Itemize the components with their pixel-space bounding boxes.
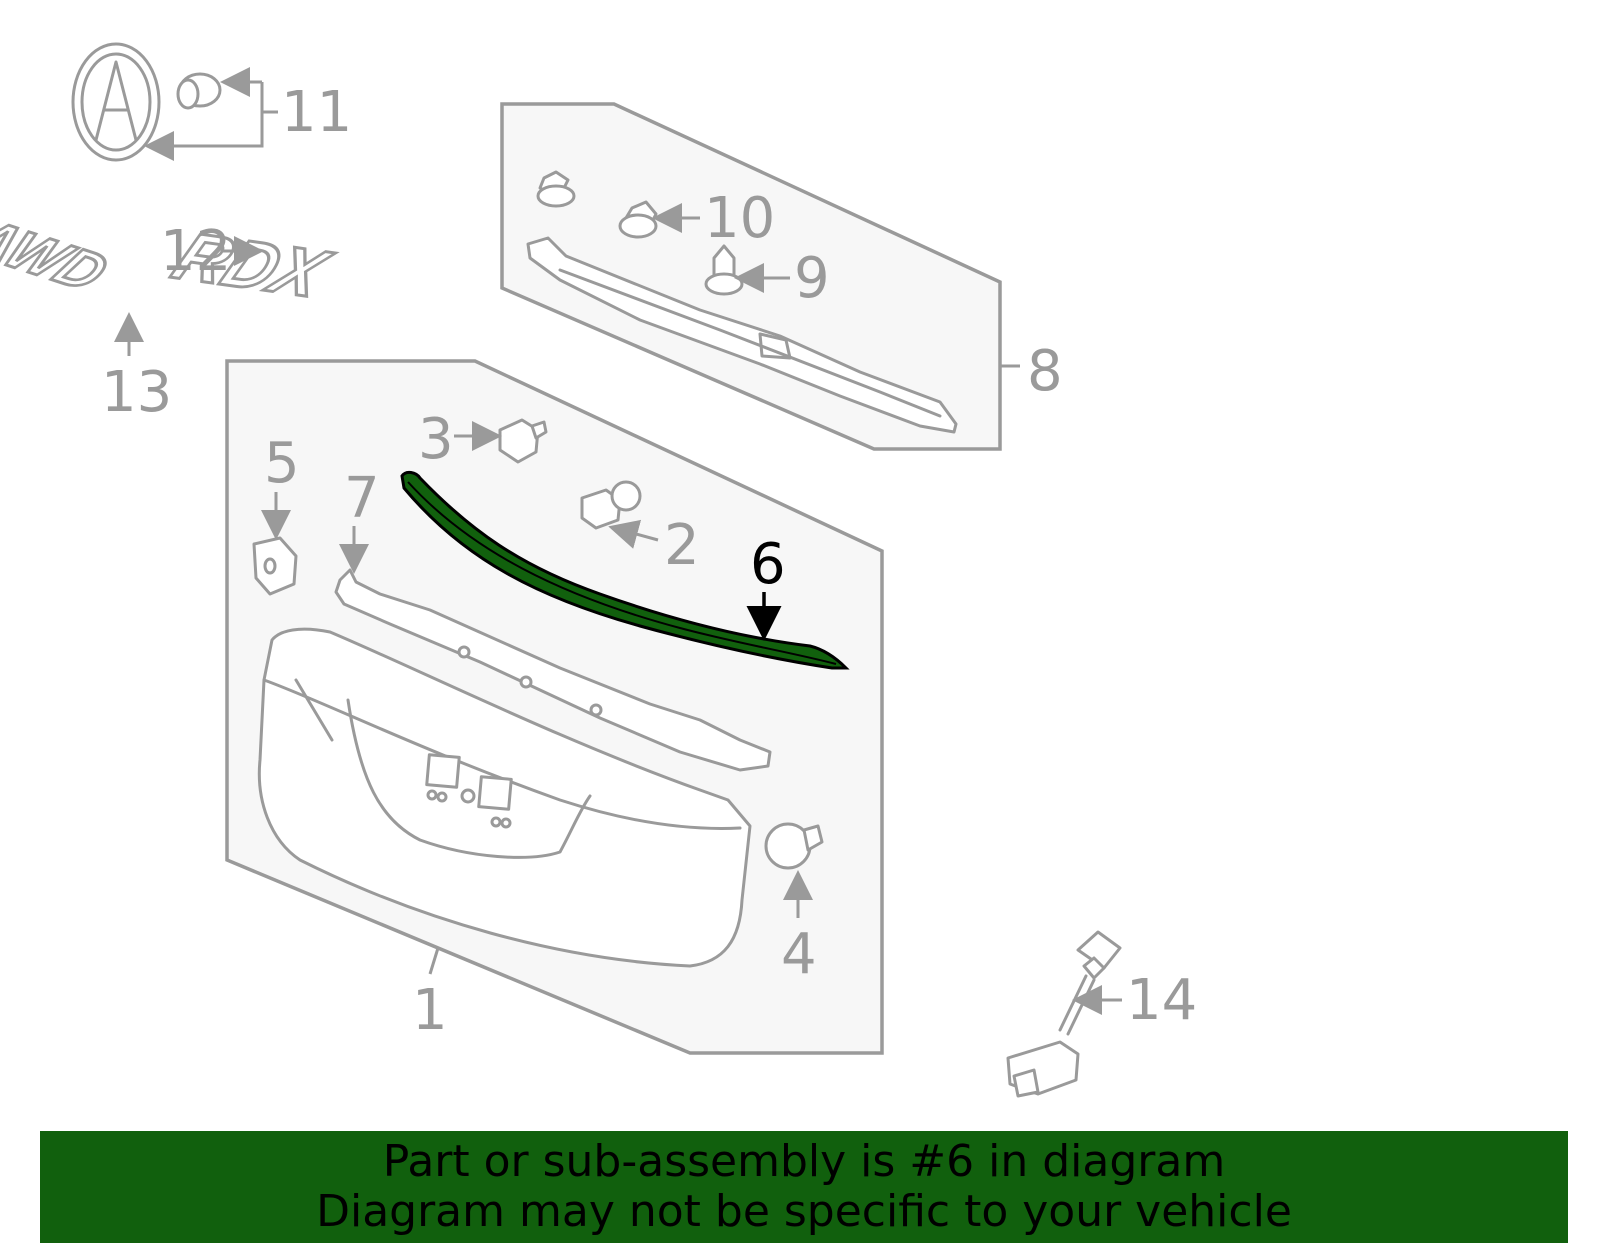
callout-2: 2	[664, 513, 700, 578]
bracket-7	[334, 568, 772, 772]
callout-10: 10	[704, 186, 775, 251]
callout-13: 13	[101, 360, 172, 425]
clip-4	[764, 822, 824, 870]
clip-upper	[536, 170, 576, 208]
clip-3	[498, 418, 548, 464]
emblem-clip-11	[176, 72, 222, 110]
callout-4: 4	[781, 922, 817, 987]
banner-line-2: Diagram may not be specific to your vehi…	[316, 1186, 1292, 1237]
callout-5: 5	[264, 431, 300, 496]
callout-3: 3	[418, 407, 454, 472]
grommet-2	[580, 480, 642, 530]
callout-1: 1	[412, 978, 448, 1043]
acura-emblem	[71, 42, 161, 162]
callout-14: 14	[1126, 968, 1197, 1033]
clip-10	[618, 200, 658, 239]
bracket-holes	[457, 645, 603, 717]
callout-9: 9	[794, 246, 830, 311]
awd-emblem: AWD	[0, 209, 121, 302]
callout-6: 6	[750, 532, 786, 597]
callout-12: 12	[160, 219, 231, 284]
callout-8: 8	[1027, 339, 1063, 404]
callout-11: 11	[281, 80, 352, 145]
cap-5	[252, 536, 298, 596]
banner-line-1: Part or sub-assembly is #6 in diagram	[382, 1136, 1226, 1187]
connector-14	[1006, 930, 1122, 1098]
garnish-8	[526, 236, 958, 434]
info-banner: Part or sub-assembly is #6 in diagram Di…	[40, 1131, 1568, 1243]
weatherstrip-6	[400, 470, 850, 670]
callout-7: 7	[344, 466, 380, 531]
